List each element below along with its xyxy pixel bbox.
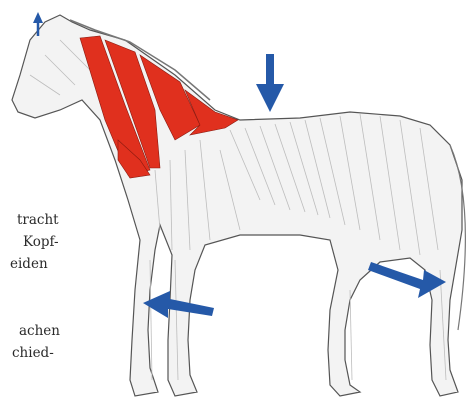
- text-fragment: chied-: [12, 347, 54, 361]
- text-fragment: tracht: [17, 214, 59, 228]
- text-fragment: Kopf-: [23, 236, 59, 250]
- arrow-down-icon: [256, 54, 284, 112]
- text-fragment: eiden: [10, 258, 48, 272]
- text-fragment: achen: [19, 325, 60, 339]
- horse-body: [12, 15, 462, 396]
